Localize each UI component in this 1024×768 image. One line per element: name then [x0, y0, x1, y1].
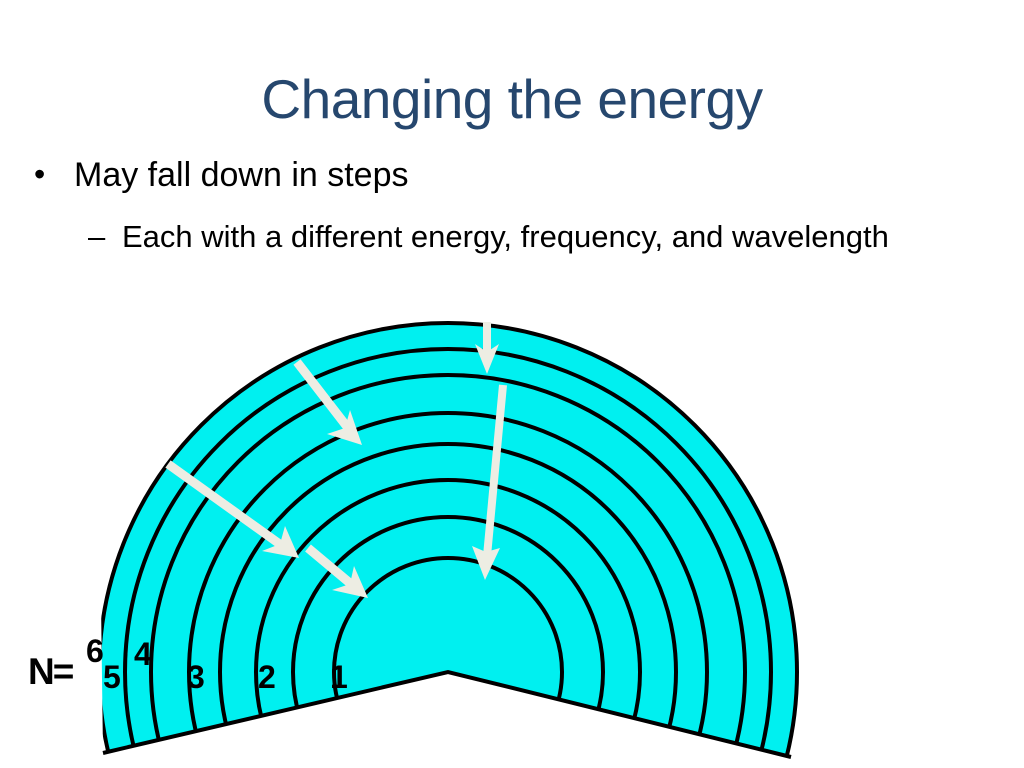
shell-label-3: 3 — [187, 659, 205, 695]
arrow-n3-to-n2-short-top — [475, 322, 499, 374]
shell-ring-1 — [332, 556, 564, 757]
shell-label-2: 2 — [258, 659, 276, 695]
bullet-marker-dash: – — [88, 219, 106, 254]
shell-label-4: 4 — [134, 636, 152, 672]
shell-ring-3 — [218, 442, 678, 757]
base-notch-edges — [102, 669, 792, 759]
bullet-text-level2: Each with a different energy, frequency,… — [122, 219, 889, 254]
bullet-text-level1: May fall down in steps — [74, 156, 409, 194]
shell-ring-4 — [187, 411, 709, 757]
arrow-n3-to-n2-diagonal — [305, 544, 368, 598]
shell-ring-stack — [97, 321, 799, 757]
arrow-n6-to-n3-diagonal — [165, 460, 299, 558]
shell-label-6: 6 — [86, 633, 104, 669]
shell-ring-6 — [97, 321, 799, 757]
shell-divider-2a — [291, 515, 605, 757]
bullet-marker-dot: • — [34, 156, 46, 192]
transition-arrow-group — [165, 322, 507, 598]
shell-ring-5 — [149, 373, 747, 757]
bullet-item-level2: – Each with a different energy, frequenc… — [0, 214, 1000, 260]
shell-axis-label-n-equals: N= — [28, 651, 74, 692]
arrow-n4-to-n1-long-right — [472, 384, 507, 580]
shell-label-1: 1 — [330, 659, 348, 695]
page-title: Changing the energy — [261, 68, 763, 130]
bullet-item-level1: • May fall down in steps — [0, 152, 1000, 198]
shell-divider-6a — [123, 347, 773, 757]
shell-ring-2 — [254, 478, 642, 757]
arrow-n6-to-n4-diagonal — [293, 359, 362, 445]
body-bullet-list: • May fall down in steps – Each with a d… — [0, 152, 1000, 260]
shell-label-5: 5 — [103, 659, 121, 695]
